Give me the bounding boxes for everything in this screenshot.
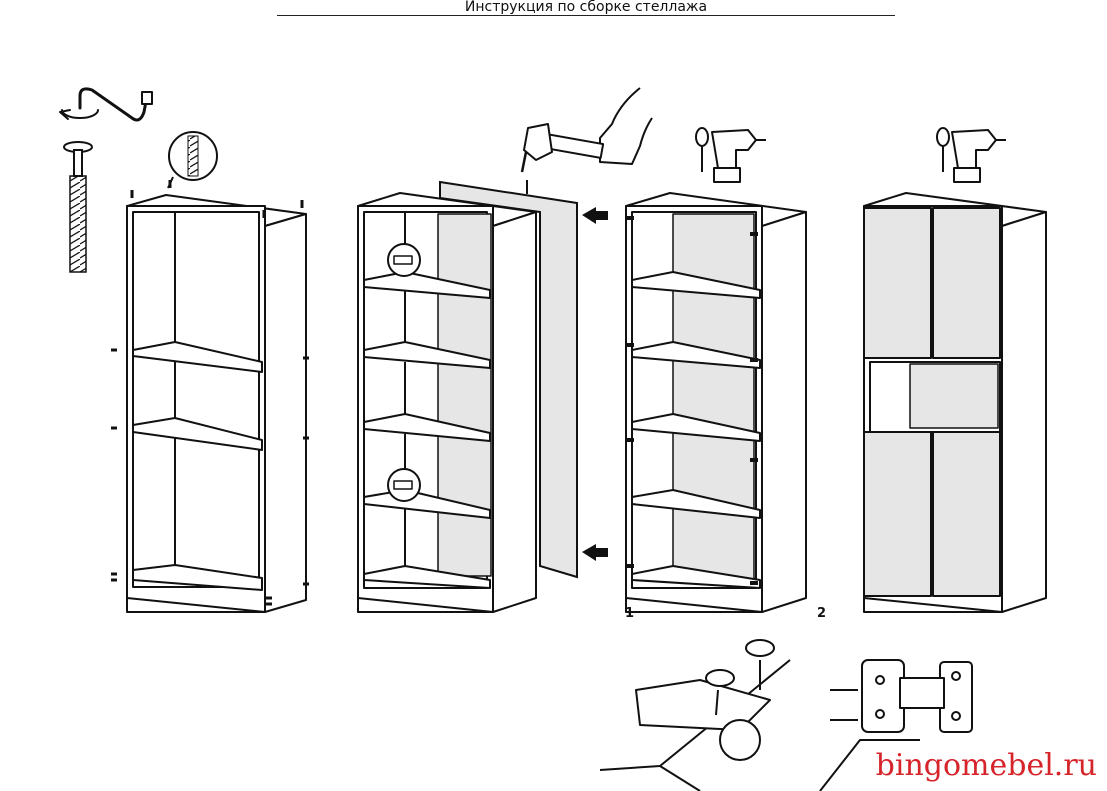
- drill-icon: [711, 129, 1006, 183]
- screw-zoom-icon: [167, 131, 218, 189]
- step-label-2: 2: [817, 606, 827, 621]
- site-watermark: bingomebel.ru: [875, 748, 1097, 783]
- cabinet-doors-step-d: [863, 192, 1047, 613]
- screwdriver-icon: [695, 127, 950, 172]
- hammer-icon: [520, 87, 653, 173]
- cabinet-frame-step-a: [111, 180, 309, 613]
- back-panel: [439, 180, 578, 579]
- arrow-icon: [582, 207, 608, 561]
- hinge-detail-1: [599, 639, 791, 791]
- step-label-1: 1: [625, 606, 635, 621]
- allen-key-icon: [59, 87, 153, 122]
- cabinet-shelves-step-b: [357, 192, 537, 613]
- title-divider: [277, 15, 895, 16]
- cabinet-hinges-step-c: [625, 192, 807, 613]
- page-title: Инструкция по сборке стеллажа: [464, 0, 708, 15]
- hinge-icon: [819, 659, 973, 791]
- confirmat-screw-icon: [63, 141, 93, 273]
